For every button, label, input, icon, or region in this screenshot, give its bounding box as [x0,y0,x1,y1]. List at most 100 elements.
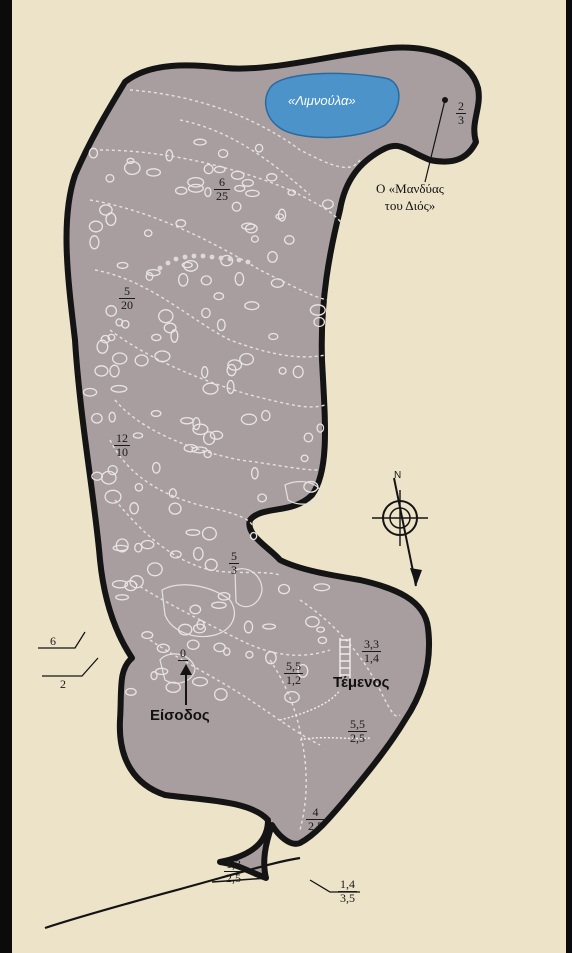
boulder [292,365,304,379]
boulder [192,546,204,561]
boulder [183,443,198,453]
boulder [180,416,194,425]
boulder [196,619,205,630]
boulder [109,364,120,378]
boulder [265,651,277,665]
boulder [283,235,295,245]
boulder [181,261,193,269]
boulders [82,138,334,704]
boulder [129,502,139,515]
boulder [204,187,212,198]
temenos-steps [279,638,371,741]
boulder [234,271,245,286]
boulder [129,575,144,589]
boulder [284,690,300,704]
boulder [123,160,141,176]
boulder [141,631,154,640]
boulder [169,550,182,559]
boulder [116,261,129,269]
boulder [203,449,212,459]
boulder [110,384,128,393]
boulder [277,208,287,222]
boulder [187,176,205,188]
boulder [168,488,177,499]
boulder [321,199,334,210]
boulder [202,431,216,446]
boulder [201,526,217,541]
mantle-label-line1: Ο «Μανδύας [376,181,444,196]
boulder [168,502,182,515]
boulder [239,352,255,366]
contour-lines [89,89,401,831]
boulder [245,189,260,198]
boulder [156,643,170,654]
boulder [88,147,99,159]
boulder [270,278,285,288]
boulder [151,461,161,474]
boulder [267,250,278,263]
boulder [211,601,227,609]
mantle-leader [424,99,446,183]
boulder [250,466,259,480]
boulder [244,223,258,234]
measurement-m6: 0 [178,646,188,661]
boulder [174,186,188,195]
boulder [230,170,245,180]
boulder [189,604,202,615]
boulder [313,316,326,328]
boulder [241,178,254,187]
boulder [89,235,100,250]
boulder [165,681,181,693]
edge-markers [38,631,360,893]
measurement-m13: 6 [50,634,56,648]
boulder [261,409,271,422]
boulder [125,687,137,696]
boulder [202,382,219,395]
boulder [121,319,130,329]
boulder [143,229,153,237]
boulder [99,204,113,216]
boulder [303,432,314,443]
boulder [134,354,149,367]
boulder [209,430,224,440]
boulder [231,201,242,212]
measurement-m13-den: 2 [60,677,66,691]
boulder [91,412,103,424]
inner-chambers [159,481,323,684]
boulder [191,446,208,454]
boulder [201,366,209,379]
svg-text:Ν: Ν [394,470,401,481]
mantle-label-line2: του Διός» [384,198,436,213]
boulder [250,235,259,243]
boulder [134,482,144,492]
boulder [244,301,260,311]
boulder [192,423,209,436]
boulder [183,259,199,272]
boulder [317,636,328,645]
boulder [309,304,326,316]
boulder [177,272,189,287]
boulder [187,183,204,193]
boulder [297,663,309,678]
boulder [213,687,228,701]
boulder [185,529,201,536]
boulder [115,538,129,553]
boulder [254,143,264,153]
boulder [201,307,211,319]
boulder [111,352,128,365]
boulder [145,271,154,282]
boulder [111,579,129,589]
boulder [216,318,226,332]
boulder [186,639,200,650]
boulder [132,432,144,439]
boulder [262,623,277,630]
